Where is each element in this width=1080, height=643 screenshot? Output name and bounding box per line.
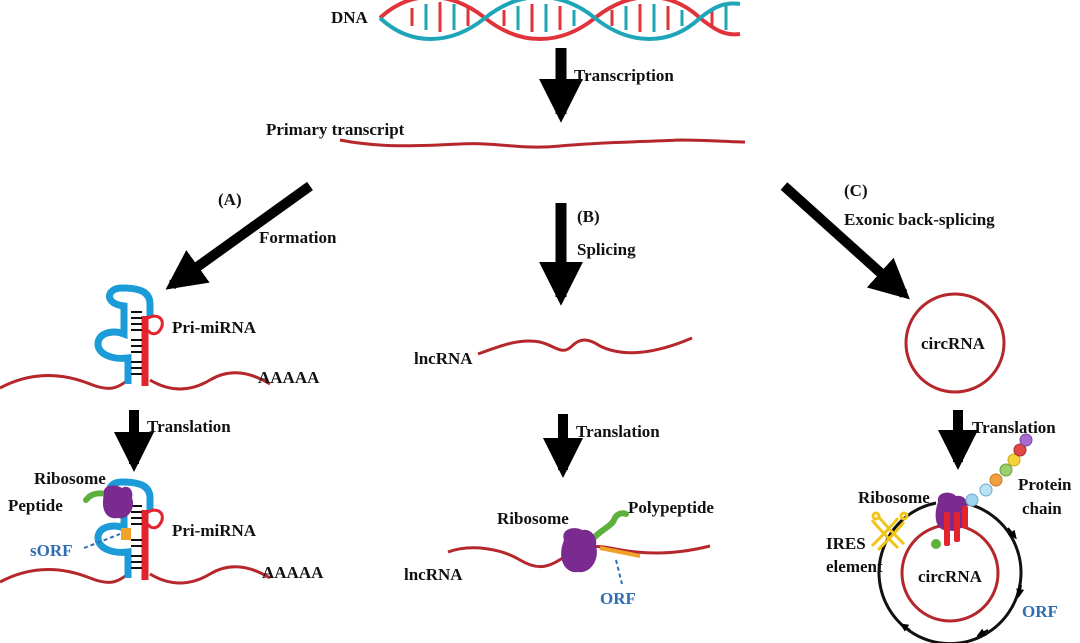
sorf-label: sORF <box>30 541 73 560</box>
formation-label: Formation <box>259 228 337 247</box>
polypeptide-chain <box>589 510 629 543</box>
dna-strand-teal <box>378 0 741 41</box>
ires-label-line2: element <box>826 557 883 576</box>
orf-arrow-2 <box>1016 584 1025 598</box>
ribosome-label-b: Ribosome <box>497 509 569 528</box>
ribosome-a <box>102 485 134 519</box>
sorf-segment <box>121 528 131 540</box>
ribosome-label-a: Ribosome <box>34 469 106 488</box>
branch-b-label: (B) <box>577 207 600 226</box>
back-splicing-label: Exonic back-splicing <box>844 210 995 229</box>
peptide-label: Peptide <box>8 496 63 515</box>
orf-pointer-b <box>615 559 623 585</box>
orf-arrow-4 <box>899 623 911 632</box>
pri-mirna-stem-blue-top <box>94 284 154 384</box>
orf-arrow-3 <box>976 628 989 637</box>
polya-label-bottom: AAAAA <box>262 563 324 582</box>
polya-label-top: AAAAA <box>258 368 320 387</box>
red-trna-cluster <box>944 506 968 546</box>
circrna-label-top: circRNA <box>921 334 986 353</box>
pri-mirna-base-pairs-bottom <box>131 505 142 569</box>
primary-transcript-label: Primary transcript <box>266 120 405 139</box>
ires-label-line1: IRES <box>826 534 866 553</box>
green-factor <box>931 539 941 549</box>
pri-mirna-red-loop-top <box>146 314 164 336</box>
lncrna-strand-top <box>477 336 693 356</box>
protein-chain-beads <box>965 433 1033 507</box>
pri-mirna-rna-strand-bottom <box>0 565 271 585</box>
orf-label-b: ORF <box>600 589 636 608</box>
pri-mirna-hairpin-bottom <box>0 478 271 585</box>
protein-chain-label-line1: Protein <box>1018 475 1072 494</box>
branch-c-label: (C) <box>844 181 868 200</box>
ribosome-b <box>561 528 597 573</box>
translation-a-label: Translation <box>147 417 231 436</box>
branch-a-arrow <box>165 181 313 290</box>
circrna-circle-top <box>904 292 1006 394</box>
lncrna-label-top: lncRNA <box>414 349 473 368</box>
pri-mirna-hairpin-top <box>0 284 271 391</box>
dna-helix <box>378 0 741 41</box>
circrna-label-bottom: circRNA <box>918 567 983 586</box>
translation-b-label: Translation <box>576 422 660 441</box>
pri-mirna-rna-strand-top <box>0 371 271 391</box>
pri-mirna-red-loop-bottom <box>146 508 164 530</box>
orf-label-c: ORF <box>1022 602 1058 621</box>
splicing-label: Splicing <box>577 240 636 259</box>
orf-segment-b <box>599 546 641 558</box>
pri-mirna-label-bottom: Pri-miRNA <box>172 521 257 540</box>
transcription-label: Transcription <box>574 66 674 85</box>
circrna-translation <box>870 433 1033 643</box>
pri-mirna-label-top: Pri-miRNA <box>172 318 257 337</box>
ires-element <box>870 511 909 552</box>
dna-strand-red <box>378 0 741 41</box>
branch-c-arrow <box>780 182 910 300</box>
protein-chain-label-line2: chain <box>1022 499 1062 518</box>
ribosome-label-c: Ribosome <box>858 488 930 507</box>
primary-transcript-strand <box>339 138 746 149</box>
translation-c-label: Translation <box>972 418 1056 437</box>
lncrna-translation <box>447 510 711 585</box>
pri-mirna-base-pairs-top <box>131 311 142 375</box>
lncrna-label-bottom: lncRNA <box>404 565 463 584</box>
dna-label: DNA <box>331 8 369 27</box>
polypeptide-label: Polypeptide <box>628 498 714 517</box>
branch-a-label: (A) <box>218 190 242 209</box>
dna-base-pairs <box>410 2 728 32</box>
orf-arrow-1 <box>1007 527 1017 540</box>
